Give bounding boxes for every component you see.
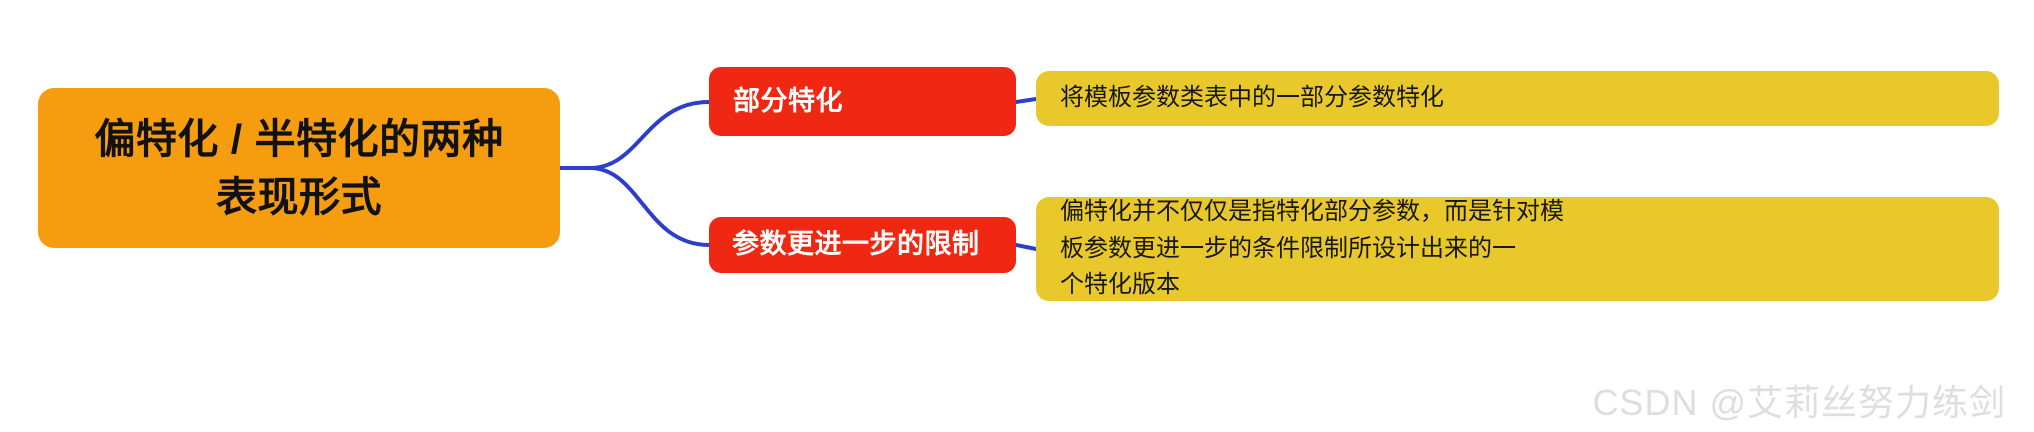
mindmap-leaf-node-0[interactable]: 将模板参数类表中的一部分参数特化: [1036, 71, 1999, 126]
mindmap-branch-node-1[interactable]: 参数更进一步的限制: [709, 217, 1016, 273]
mindmap-branch-label-1: 参数更进一步的限制: [732, 229, 980, 260]
connector-branch-0-to-leaf-0: [1014, 97, 1038, 104]
csdn-watermark: CSDN @艾莉丝努力练剑: [1592, 382, 2006, 423]
mindmap-root-node[interactable]: 偏特化 / 半特化的两种 表现形式: [38, 88, 560, 248]
mindmap-leaf-label-1: 偏特化并不仅仅是指特化部分参数，而是针对模 板参数更进一步的条件限制所设计出来的…: [1060, 198, 1564, 299]
connector-branch-1-to-leaf-1: [1014, 243, 1038, 251]
connector-root-to-branch-1: [588, 166, 711, 247]
mindmap-branch-node-0[interactable]: 部分特化: [709, 67, 1016, 136]
connector-root-to-branch-0: [588, 100, 711, 170]
mindmap-leaf-label-0: 将模板参数类表中的一部分参数特化: [1060, 84, 1444, 112]
mindmap-branch-label-0: 部分特化: [733, 85, 843, 116]
mindmap-root-label: 偏特化 / 半特化的两种 表现形式: [94, 115, 504, 220]
mindmap-leaf-node-1[interactable]: 偏特化并不仅仅是指特化部分参数，而是针对模 板参数更进一步的条件限制所设计出来的…: [1036, 197, 1999, 301]
